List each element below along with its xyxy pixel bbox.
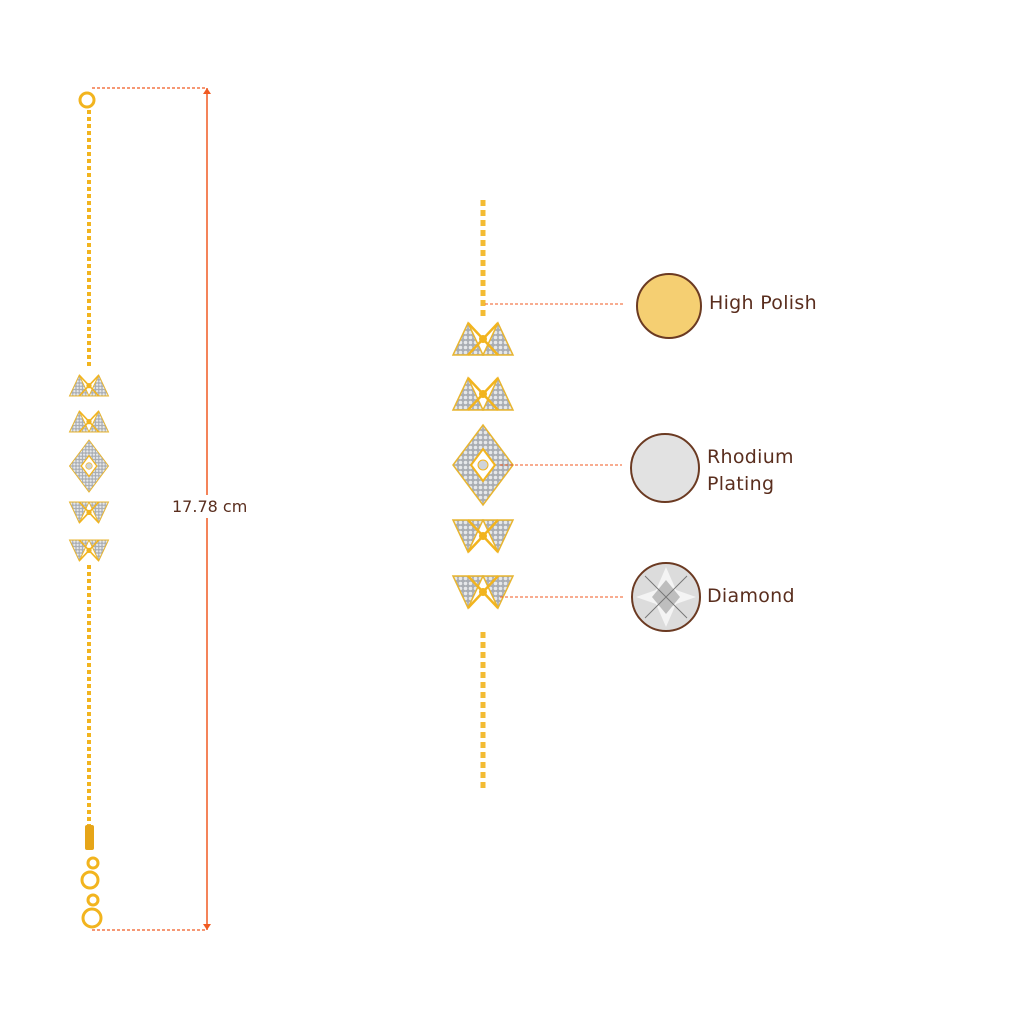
- full-bracelet-view: [68, 91, 110, 929]
- high-polish-swatch: [636, 273, 702, 339]
- high-polish-label: High Polish: [709, 292, 817, 314]
- lobster-clasp: [78, 91, 96, 109]
- rhodium-label-line1: Rhodium: [707, 446, 794, 468]
- length-label: 17.78 cm: [172, 495, 248, 518]
- extension-tag: [85, 825, 94, 850]
- rhodium-label-line2: Plating: [707, 473, 775, 495]
- diamond-swatch: [631, 562, 701, 632]
- diamond-label: Diamond: [707, 585, 795, 607]
- rhodium-swatch: [630, 433, 700, 503]
- closeup-bracelet-view: [451, 200, 515, 790]
